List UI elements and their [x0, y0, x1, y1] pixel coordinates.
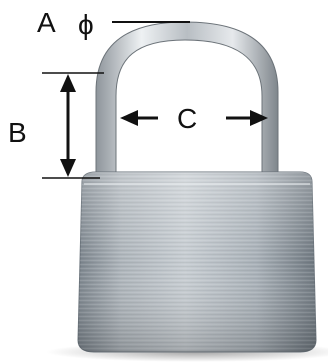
dimension-b-arrow-down: [60, 159, 76, 177]
dimension-c-arrow-left: [120, 110, 138, 126]
padlock-body: [77, 171, 317, 353]
dimension-b-arrow-up: [60, 74, 76, 92]
dimension-a-label: A: [37, 7, 56, 38]
dimension-b: B: [8, 72, 104, 179]
dimension-b-label: B: [8, 117, 27, 148]
dimension-a: A ϕ: [37, 7, 190, 40]
dimension-c: C: [120, 103, 268, 134]
dimension-c-arrow-right: [250, 110, 268, 126]
dimension-c-label: C: [177, 103, 197, 134]
diameter-symbol: ϕ: [78, 9, 94, 40]
padlock-icon: [46, 21, 328, 362]
